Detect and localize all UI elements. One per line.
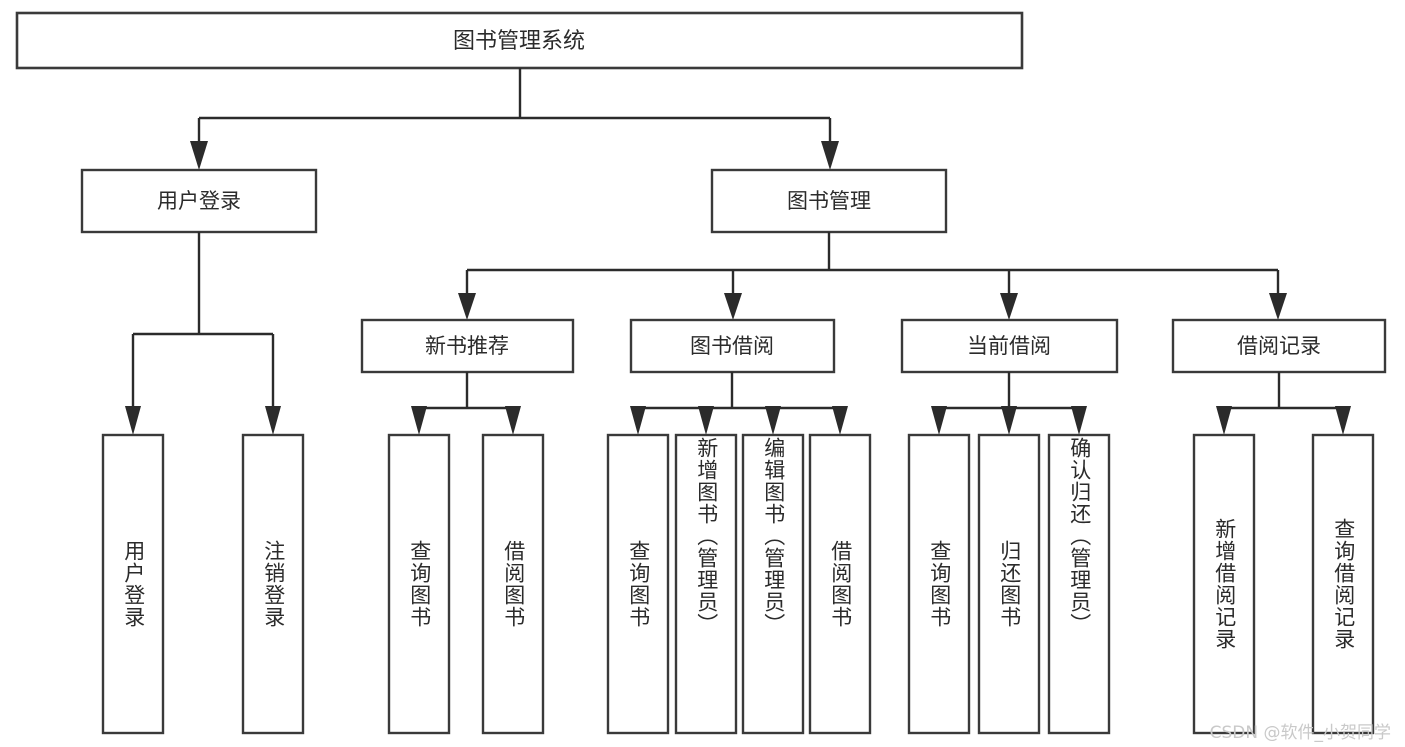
node-borrow-record-label: 借阅记录 — [1237, 334, 1321, 358]
node-book-manage-box[interactable] — [710, 168, 948, 234]
arrow-to-leaf-query-book-nb — [411, 406, 427, 435]
arrow-to-new-book — [458, 293, 476, 320]
node-user-login[interactable]: 用户登录 — [80, 168, 318, 234]
node-current-borrow[interactable]: 当前借阅 — [900, 318, 1119, 374]
leaf-box-add-record[interactable] — [1192, 433, 1256, 735]
arrow-to-leaf-logout — [265, 406, 281, 435]
arrow-to-borrow-record — [1269, 293, 1287, 320]
node-new-book-label: 新书推荐 — [425, 334, 509, 358]
edge-current-borrow-to-leaves — [931, 372, 1087, 435]
leaf-box-add-book[interactable] — [674, 433, 738, 735]
leaf-box-borrow-book-nb[interactable] — [481, 433, 545, 735]
node-borrow-record-box[interactable] — [1171, 318, 1387, 374]
node-new-book-box[interactable] — [360, 318, 575, 374]
arrow-to-book-borrow — [724, 293, 742, 320]
edge-book-manage-to-level2 — [458, 232, 1287, 320]
edge-borrow-record-to-leaves — [1216, 372, 1351, 435]
arrow-to-leaf-user-login — [125, 406, 141, 435]
node-new-book[interactable]: 新书推荐 — [360, 318, 575, 374]
arrow-to-leaf-return-book — [1001, 406, 1017, 435]
arrow-to-current-borrow — [1000, 293, 1018, 320]
leaf-box-confirm-return[interactable] — [1047, 433, 1111, 735]
node-current-borrow-box[interactable] — [900, 318, 1119, 374]
node-book-manage[interactable]: 图书管理 — [710, 168, 948, 234]
arrow-to-leaf-borrow-book-bb — [832, 406, 848, 435]
edge-root-to-level1 — [190, 68, 839, 170]
node-book-borrow[interactable]: 图书借阅 — [629, 318, 836, 374]
arrow-to-leaf-edit-book — [765, 406, 781, 435]
arrow-to-leaf-add-book — [698, 406, 714, 435]
node-current-borrow-label: 当前借阅 — [967, 334, 1051, 358]
arrow-to-leaf-confirm-return — [1071, 406, 1087, 435]
leaf-box-borrow-book-bb[interactable] — [808, 433, 872, 735]
leaf-box-logout[interactable] — [241, 433, 305, 735]
node-root[interactable]: 图书管理系统 — [15, 11, 1024, 70]
node-root-label: 图书管理系统 — [453, 29, 585, 54]
leaf-box-query-book-bb[interactable] — [606, 433, 670, 735]
leaf-box-query-book-cb[interactable] — [907, 433, 971, 735]
arrow-to-leaf-add-record — [1216, 406, 1232, 435]
node-book-borrow-box[interactable] — [629, 318, 836, 374]
edge-new-book-to-leaves — [411, 372, 521, 435]
leaf-box-query-record[interactable] — [1311, 433, 1375, 735]
node-book-borrow-label: 图书借阅 — [690, 334, 774, 358]
arrow-to-leaf-query-record — [1335, 406, 1351, 435]
arrow-to-user-login — [190, 141, 208, 170]
leaf-box-return-book[interactable] — [977, 433, 1041, 735]
leaf-box-edit-book[interactable] — [741, 433, 805, 735]
arrow-to-leaf-query-book-cb — [931, 406, 947, 435]
edge-book-borrow-to-leaves — [630, 372, 848, 435]
edge-user-login-to-leaves — [125, 232, 281, 435]
node-borrow-record[interactable]: 借阅记录 — [1171, 318, 1387, 374]
leaf-box-query-book-nb[interactable] — [387, 433, 451, 735]
watermark: CSDN @软件_小贺同学 — [1209, 723, 1391, 743]
node-user-login-label: 用户登录 — [157, 189, 241, 213]
arrow-to-leaf-query-book-bb — [630, 406, 646, 435]
leaf-box-user-login[interactable] — [101, 433, 165, 735]
node-book-manage-label: 图书管理 — [787, 189, 871, 213]
arrow-to-leaf-borrow-book-nb — [505, 406, 521, 435]
node-root-box[interactable] — [15, 11, 1024, 70]
arrow-to-book-manage — [821, 141, 839, 170]
